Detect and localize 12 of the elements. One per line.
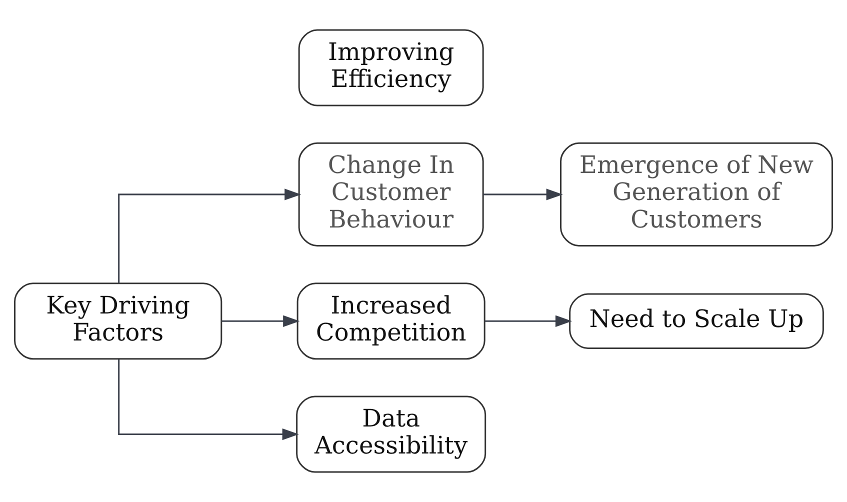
node-box: Emergence of New Generation of Customers [560, 142, 833, 246]
node-box: Improving Efficiency [298, 29, 484, 106]
node-box: Change In Customer Behaviour [298, 142, 484, 246]
node-box: Key Driving Factors [14, 282, 222, 360]
arrow [222, 315, 300, 327]
node-box: Need to Scale Up [569, 293, 824, 350]
arrow [483, 188, 563, 200]
arrow [484, 315, 572, 327]
node-box: Data Accessibility [296, 396, 486, 473]
arrow [118, 359, 299, 440]
node-box: Increased Competition [296, 282, 486, 360]
arrow [118, 188, 302, 284]
